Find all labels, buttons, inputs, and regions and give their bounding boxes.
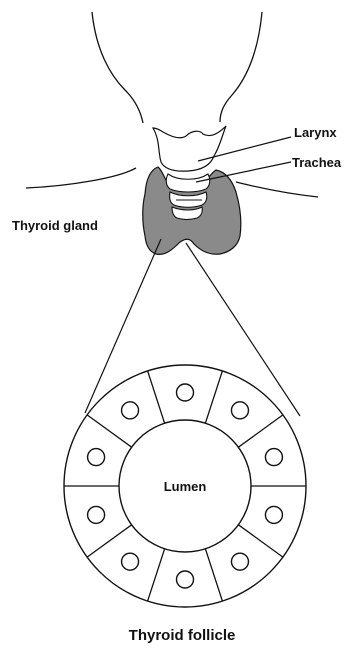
trachea-ring-1 [166,174,209,192]
shoulder-left-line [26,168,136,188]
thyroid-follicle-label: Thyroid follicle [129,627,236,644]
follicle-cell-nucleus [177,571,194,588]
follicle-cell-nucleus [177,384,194,401]
neck-left-line [92,12,143,123]
trachea-label: Trachea [292,155,342,170]
larynx-cartilage [153,126,226,171]
larynx-label: Larynx [294,125,337,140]
follicle-cell-nucleus [88,506,105,523]
thyroid-follicle: Lumen [64,365,306,607]
follicle-cell-nucleus [265,449,282,466]
lumen-label: Lumen [164,479,207,494]
thyroid-gland-label: Thyroid gland [12,218,98,233]
follicle-cell-nucleus [122,553,139,570]
follicle-cell-nucleus [122,402,139,419]
follicle-cell-nucleus [231,402,248,419]
follicle-cell-nucleus [88,449,105,466]
larynx-shape [153,126,226,171]
follicle-cell-nucleus [265,506,282,523]
follicle-cell-nucleus [231,553,248,570]
neck-right-line [220,12,262,122]
trachea-pointer-line [196,162,291,182]
shoulder-right-line [236,182,318,197]
